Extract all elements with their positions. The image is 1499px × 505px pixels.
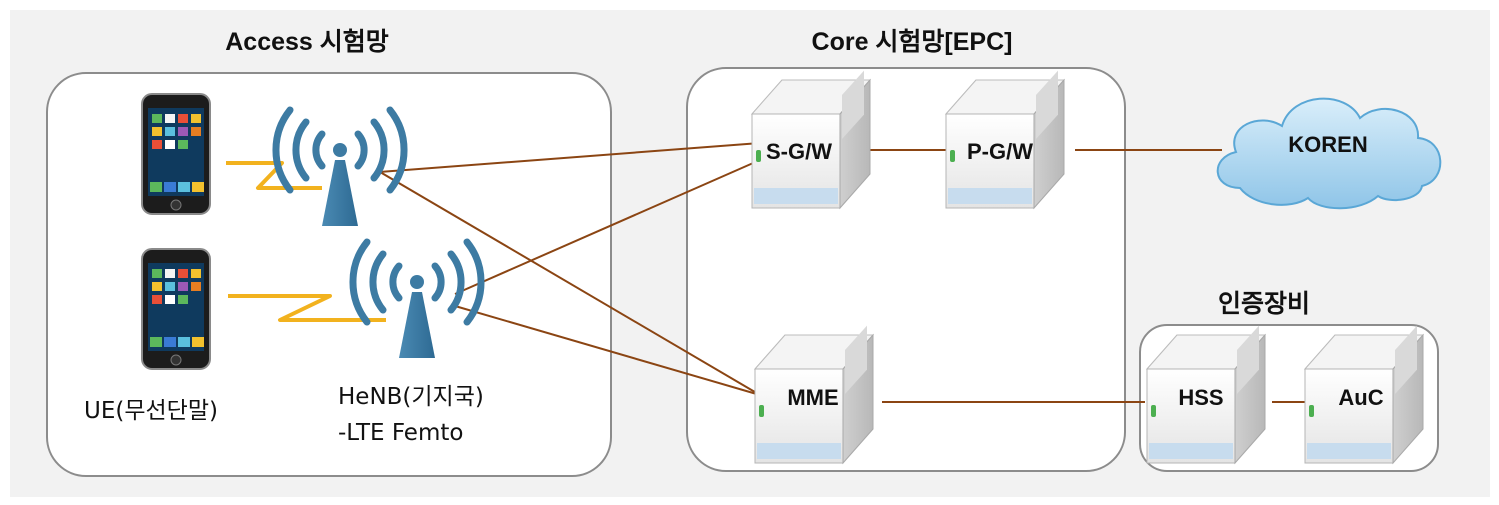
henb-caption-line2: -LTE Femto <box>338 420 464 446</box>
antenna-icon <box>353 242 481 358</box>
hss-label: HSS <box>1178 385 1224 410</box>
ue-caption: UE(무선단말) <box>84 398 218 424</box>
antenna-icon <box>276 110 404 226</box>
network-links <box>379 142 1305 403</box>
access-network-box <box>46 72 612 477</box>
pgw-label: P-G/W <box>967 139 1033 164</box>
link-henb2-sgw <box>454 159 761 295</box>
henb-caption-line1: HeNB(기지국) <box>338 384 484 410</box>
radio-link-ue2 <box>228 294 386 322</box>
radio-links <box>226 161 386 322</box>
link-henb2-mme <box>454 305 761 396</box>
link-henb1-sgw <box>379 142 761 173</box>
access-network-title: Access 시험망 <box>225 28 389 56</box>
smartphone-icon <box>141 93 211 215</box>
cloud-icon <box>1216 97 1442 210</box>
auth-equipment-title: 인증장비 <box>1217 290 1311 318</box>
core-network-title: Core 시험망[EPC] <box>811 28 1013 56</box>
sgw-label: S-G/W <box>766 139 832 164</box>
link-henb1-mme <box>379 171 761 396</box>
smartphone-icon <box>141 248 211 370</box>
mme-label: MME <box>787 385 839 410</box>
koren-label: KOREN <box>1288 132 1368 157</box>
auc-label: AuC <box>1338 385 1384 410</box>
